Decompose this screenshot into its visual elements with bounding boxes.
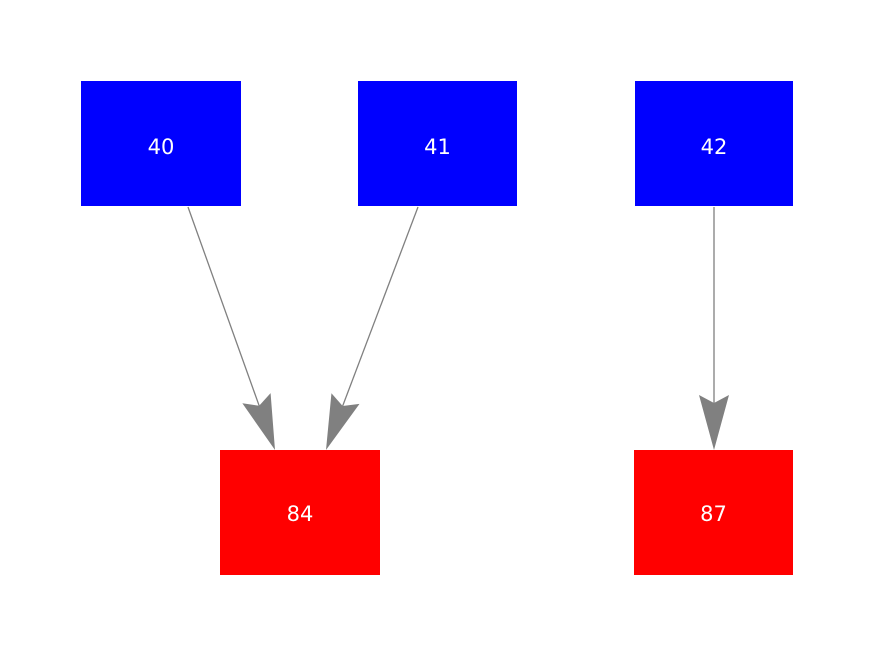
edges-group [187,206,729,450]
graph-node-40[interactable]: 40 [81,81,241,206]
graph-node-87[interactable]: 87 [634,450,793,575]
graph-node-41[interactable]: 41 [358,81,517,206]
node-label-87: 87 [700,502,727,526]
graph-node-84[interactable]: 84 [220,450,380,575]
arrowhead-41-to-84 [326,393,360,450]
node-label-42: 42 [700,135,728,159]
node-label-84: 84 [286,502,314,526]
node-label-41: 41 [424,135,451,159]
arrowhead-42-to-87 [699,395,729,450]
node-label-40: 40 [147,135,175,159]
edge-line-40-to-84 [187,206,264,418]
edge-line-41-to-84 [337,206,419,418]
arrowhead-40-to-84 [242,393,275,450]
graph-node-42[interactable]: 42 [635,81,793,206]
